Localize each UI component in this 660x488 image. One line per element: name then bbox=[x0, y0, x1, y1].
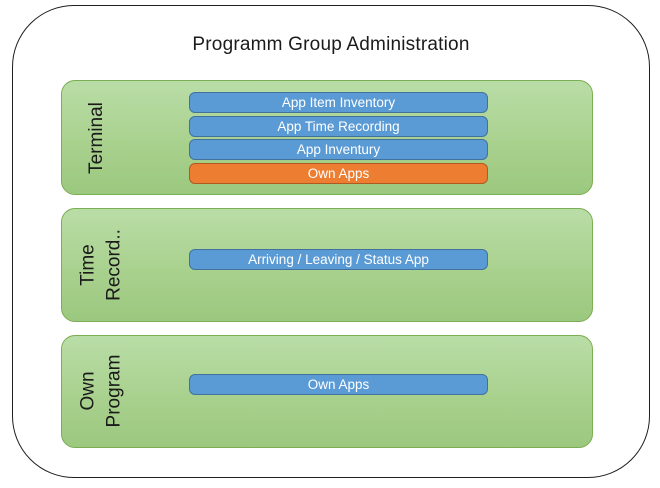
app-bar-label: Own Apps bbox=[307, 377, 370, 392]
group-label-text: Terminal bbox=[86, 102, 107, 174]
group-label-text: Own bbox=[77, 371, 99, 411]
group-label-own-program: Own Program bbox=[76, 339, 130, 444]
group-box-time-recording: Time Record.. Arriving / Leaving / Statu… bbox=[61, 208, 593, 322]
app-bar-label: Arriving / Leaving / Status App bbox=[248, 252, 429, 267]
group-box-terminal: Terminal App Item Inventory App Time Rec… bbox=[61, 80, 593, 195]
app-bar-label: App Inventury bbox=[296, 142, 381, 157]
app-bar-label: Own Apps bbox=[307, 166, 370, 181]
app-bar-label: App Time Recording bbox=[277, 119, 400, 134]
page-title: Programm Group Administration bbox=[192, 34, 470, 55]
app-bar-app-inventury: App Inventury bbox=[189, 139, 488, 160]
app-bar-label: App Item Inventory bbox=[281, 95, 396, 110]
group-label-text: Record.. bbox=[103, 229, 125, 301]
group-label-text: Program bbox=[103, 354, 125, 428]
app-bar-own-apps-terminal: Own Apps bbox=[189, 163, 488, 184]
app-bar-app-time-recording: App Time Recording bbox=[189, 116, 488, 137]
app-bar-own-apps-program: Own Apps bbox=[189, 374, 488, 395]
group-label-terminal: Terminal bbox=[82, 88, 112, 188]
app-bar-arriving-leaving-status: Arriving / Leaving / Status App bbox=[189, 249, 488, 270]
group-label-time-recording: Time Record.. bbox=[76, 213, 130, 318]
group-label-text: Time bbox=[77, 244, 99, 286]
app-bar-app-item-inventory: App Item Inventory bbox=[189, 92, 488, 113]
group-box-own-program: Own Program Own Apps bbox=[61, 335, 593, 448]
